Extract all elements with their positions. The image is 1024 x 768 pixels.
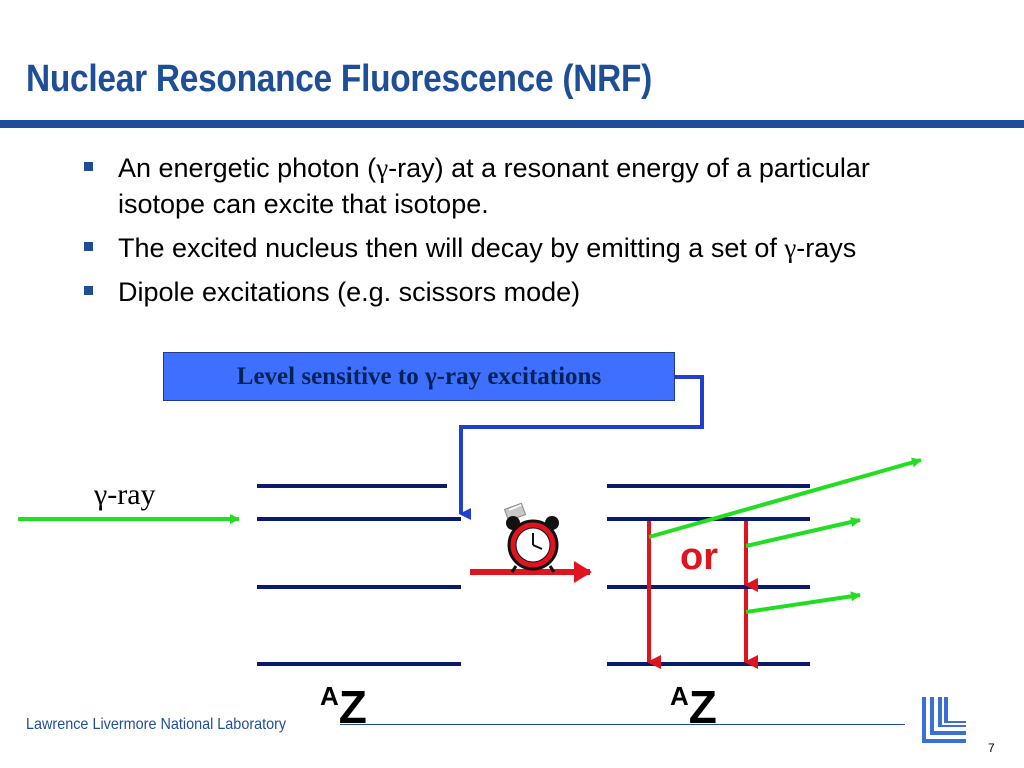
bullet-list: An energetic photon (γ-ray) at a resonan… [80, 150, 940, 318]
left-energy-levels [257, 484, 461, 666]
incoming-gamma-label: γ-ray [94, 478, 156, 511]
gamma-symbol: γ [784, 233, 797, 263]
llnl-logo [922, 697, 966, 743]
bullet-item: The excited nucleus then will decay by e… [80, 230, 940, 266]
bullet-item: Dipole excitations (e.g. scissors mode) [80, 274, 940, 310]
bullet-text: The excited nucleus then will decay by e… [118, 233, 785, 263]
callout-connector-line [459, 375, 704, 520]
alarm-clock-icon [503, 502, 559, 573]
element-symbol: Z [338, 681, 367, 733]
bullet-item: An energetic photon (γ-ray) at a resonan… [80, 150, 940, 222]
gamma-symbol: γ [424, 363, 437, 390]
bullet-square-icon [84, 162, 93, 171]
bullet-square-icon [84, 286, 93, 295]
callout-box: Level sensitive to γ-ray excitations [163, 352, 675, 401]
page-number: 7 [988, 741, 995, 755]
gamma-symbol: γ [376, 153, 389, 183]
emitted-gamma-arrow [745, 591, 861, 614]
or-label: or [680, 536, 718, 578]
callout-text: -ray excitations [436, 363, 602, 390]
nucleus-label-right: AZ [670, 680, 717, 734]
mass-number: A [320, 681, 339, 711]
bullet-text: Dipole excitations (e.g. scissors mode) [118, 277, 581, 307]
mass-number: A [670, 681, 689, 711]
bullet-square-icon [84, 242, 93, 251]
emitted-gamma-arrow [648, 457, 922, 539]
bullet-text: -ray) at a resonant energy of a particul… [118, 153, 870, 219]
footer-divider [340, 724, 905, 725]
slide-title: Nuclear Resonance Fluorescence (NRF) [26, 58, 653, 100]
callout-text: Level sensitive to [236, 363, 425, 390]
nucleus-label-left: AZ [320, 680, 367, 734]
bullet-text: An energetic photon ( [118, 153, 377, 183]
title-divider [0, 120, 1024, 128]
emitted-gamma-arrow [745, 517, 861, 548]
element-symbol: Z [688, 681, 717, 733]
footer-lab-name: Lawrence Livermore National Laboratory [26, 716, 287, 733]
bullet-text: -rays [796, 233, 857, 263]
